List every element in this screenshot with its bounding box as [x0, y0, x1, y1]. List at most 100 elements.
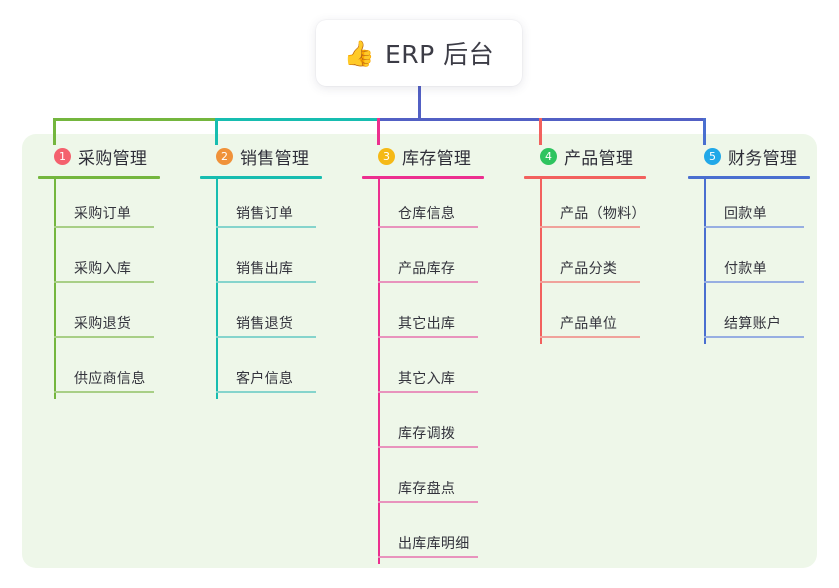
leaf-underline: [540, 281, 640, 283]
leaf-underline: [378, 391, 478, 393]
leaf-label: 结算账户: [724, 316, 782, 332]
branch-drop-line-1: [53, 118, 56, 145]
leaf-underline: [540, 226, 640, 228]
branch-header-5[interactable]: 5 财务管理: [688, 143, 828, 169]
leaf-underline: [704, 281, 804, 283]
branch-title: 采购管理: [78, 148, 148, 169]
bus-segment-1: [53, 118, 217, 121]
branch-title: 产品管理: [564, 148, 634, 169]
leaf-node[interactable]: 销售订单: [216, 179, 350, 234]
leaf-node[interactable]: 其它出库: [378, 289, 512, 344]
branch-number-badge: 1: [54, 147, 71, 165]
branch-number-badge: 4: [540, 147, 557, 165]
leaf-label: 销售订单: [236, 206, 294, 222]
leaf-label: 供应商信息: [74, 371, 146, 387]
branch-drop-line-5: [703, 118, 706, 145]
branch-drop-line-3: [377, 118, 380, 145]
branch-header-1[interactable]: 1 采购管理: [38, 143, 188, 169]
leaf-node[interactable]: 销售退货: [216, 289, 350, 344]
leaf-label: 销售退货: [236, 316, 294, 332]
leaf-node[interactable]: 其它入库: [378, 344, 512, 399]
leaf-label: 库存盘点: [398, 481, 456, 497]
leaf-underline: [378, 336, 478, 338]
branch-title: 财务管理: [728, 148, 798, 169]
branch-header-4[interactable]: 4 产品管理: [524, 143, 674, 169]
leaf-node[interactable]: 产品库存: [378, 234, 512, 289]
leaf-node[interactable]: 产品单位: [540, 289, 674, 344]
leaf-underline: [378, 501, 478, 503]
leaf-label: 采购退货: [74, 316, 132, 332]
branch-header-2[interactable]: 2 销售管理: [200, 143, 350, 169]
leaf-label: 采购订单: [74, 206, 132, 222]
leaf-node[interactable]: 供应商信息: [54, 344, 188, 399]
diagram-panel-background: [22, 134, 817, 568]
leaf-node[interactable]: 产品分类: [540, 234, 674, 289]
leaf-label: 产品单位: [560, 316, 618, 332]
bus-segment-2: [215, 118, 379, 121]
leaf-underline: [54, 226, 154, 228]
leaf-label: 销售出库: [236, 261, 294, 277]
leaf-node[interactable]: 库存调拨: [378, 399, 512, 454]
branch-1: 1 采购管理采购订单采购入库采购退货供应商信息: [38, 143, 188, 399]
leaf-node[interactable]: 库存盘点: [378, 454, 512, 509]
leaf-node[interactable]: 采购退货: [54, 289, 188, 344]
leaf-node[interactable]: 客户信息: [216, 344, 350, 399]
branch-underline: [524, 176, 646, 179]
leaf-underline: [704, 226, 804, 228]
branch-spine: [378, 179, 380, 564]
leaf-underline: [540, 336, 640, 338]
leaf-underline: [216, 391, 316, 393]
branch-number-badge: 5: [704, 147, 721, 165]
branch-underline: [362, 176, 484, 179]
leaf-node[interactable]: 销售出库: [216, 234, 350, 289]
leaf-node[interactable]: 付款单: [704, 234, 828, 289]
root-node-card[interactable]: 👍 ERP 后台: [316, 20, 522, 86]
branch-number-badge: 2: [216, 147, 233, 165]
leaf-underline: [378, 226, 478, 228]
leaf-underline: [378, 446, 478, 448]
branch-underline: [38, 176, 160, 179]
branch-spine: [54, 179, 56, 399]
branch-spine: [704, 179, 706, 344]
leaf-label: 其它出库: [398, 316, 456, 332]
branch-items-2: 销售订单销售出库销售退货客户信息: [216, 179, 350, 399]
branch-4: 4 产品管理产品（物料） 产品分类产品单位: [524, 143, 674, 344]
leaf-label: 付款单: [724, 261, 767, 277]
root-node-title: ERP 后台: [384, 40, 495, 69]
branch-items-5: 回款单付款单结算账户: [704, 179, 828, 344]
branch-spine: [540, 179, 542, 344]
leaf-label: 出库库明细: [398, 536, 470, 552]
branch-items-1: 采购订单采购入库采购退货供应商信息: [54, 179, 188, 399]
leaf-node[interactable]: 回款单: [704, 179, 828, 234]
thumbs-up-icon: 👍: [343, 38, 375, 68]
leaf-node[interactable]: 仓库信息: [378, 179, 512, 234]
branch-title: 库存管理: [402, 148, 472, 169]
branch-drop-line-4: [539, 118, 542, 145]
branch-spine: [216, 179, 218, 399]
branch-5: 5 财务管理回款单付款单结算账户: [688, 143, 828, 344]
leaf-underline: [216, 281, 316, 283]
leaf-underline: [54, 336, 154, 338]
leaf-underline: [216, 226, 316, 228]
leaf-label: 采购入库: [74, 261, 132, 277]
branch-drop-line-2: [215, 118, 218, 145]
leaf-node[interactable]: 结算账户: [704, 289, 828, 344]
leaf-underline: [378, 556, 478, 558]
leaf-node[interactable]: 采购订单: [54, 179, 188, 234]
leaf-node[interactable]: 采购入库: [54, 234, 188, 289]
branch-items-4: 产品（物料） 产品分类产品单位: [540, 179, 674, 344]
branch-items-3: 仓库信息产品库存其它出库其它入库库存调拨库存盘点出库库明细: [378, 179, 512, 564]
leaf-underline: [216, 336, 316, 338]
leaf-label: 产品（物料）: [560, 206, 646, 222]
leaf-underline: [54, 281, 154, 283]
branch-2: 2 销售管理销售订单销售出库销售退货客户信息: [200, 143, 350, 399]
leaf-node[interactable]: 出库库明细: [378, 509, 512, 564]
leaf-label: 产品分类: [560, 261, 618, 277]
leaf-underline: [378, 281, 478, 283]
branch-title: 销售管理: [240, 148, 310, 169]
leaf-underline: [54, 391, 154, 393]
leaf-node[interactable]: 产品（物料）: [540, 179, 674, 234]
leaf-label: 库存调拨: [398, 426, 456, 442]
